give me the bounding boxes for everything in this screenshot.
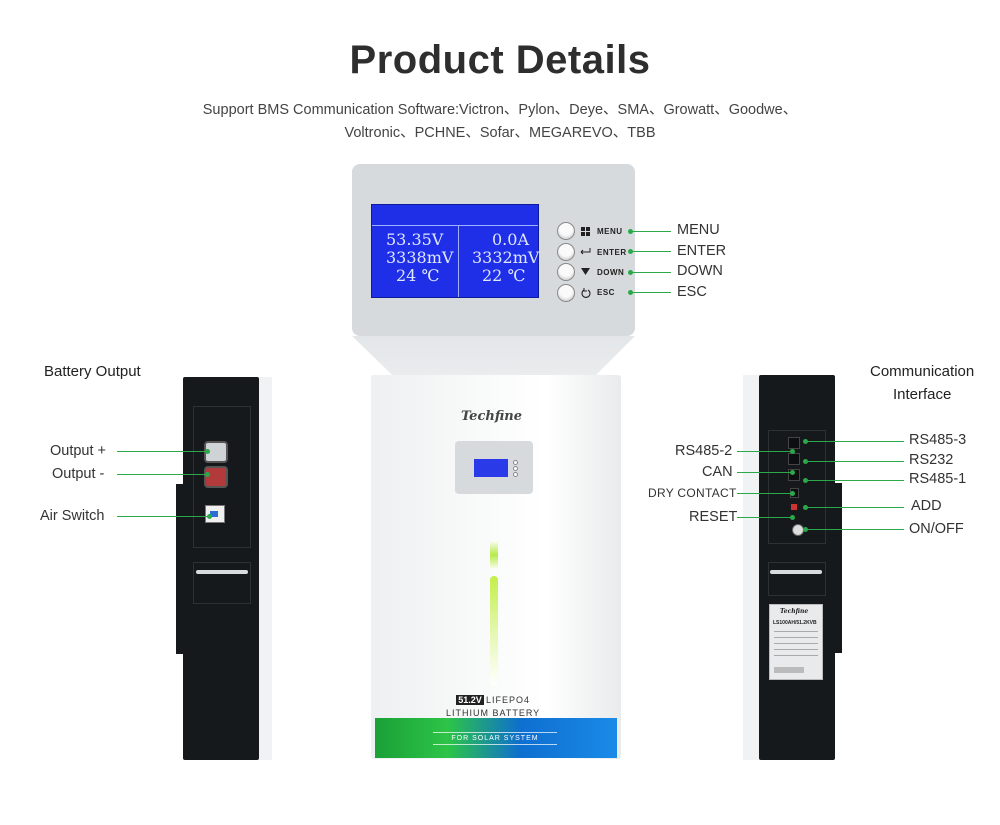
callout-line xyxy=(117,516,209,517)
color-stripe xyxy=(375,718,617,758)
status-led-short xyxy=(490,540,498,570)
callout-line xyxy=(805,461,904,462)
left-bracket xyxy=(176,484,186,654)
lcd-voltage: 53.35V xyxy=(386,230,444,249)
callout-dot xyxy=(790,470,795,475)
callout-line xyxy=(630,251,671,252)
callout-dot xyxy=(205,449,210,454)
callout-dot xyxy=(790,515,795,520)
voltage-badge: 51.2V xyxy=(456,695,484,705)
down-triangle-icon xyxy=(581,268,590,275)
page-title: Product Details xyxy=(349,38,651,82)
handle-bar xyxy=(770,570,822,574)
soc-led-bar xyxy=(490,576,498,686)
label-reset: RESET xyxy=(689,509,738,525)
enter-icon xyxy=(580,248,591,255)
label-air-switch: Air Switch xyxy=(40,508,105,524)
subtitle-line-1: Support BMS Communication Software:Victr… xyxy=(202,102,798,118)
down-key-label: DOWN xyxy=(597,268,625,277)
rs485-2-port xyxy=(788,453,800,465)
callout-line xyxy=(630,272,671,273)
lcd-cell-min: 3332mV xyxy=(472,248,540,267)
label-on-off: ON/OFF xyxy=(909,521,964,537)
mini-button xyxy=(513,466,518,471)
callout-enter: ENTER xyxy=(677,243,727,259)
lcd-divider-v xyxy=(458,225,459,297)
side-casing-edge xyxy=(743,375,761,760)
callout-dot xyxy=(790,449,795,454)
handle-recess xyxy=(768,562,826,596)
subtitle-line-2: Voltronic、PCHNE、Sofar、MEGAREVO、TBB xyxy=(344,125,656,141)
comm-port-bay xyxy=(768,430,826,544)
lcd-screen: 53.35V 0.0A 3338mV 3332mV 24 ℃ 22 ℃ xyxy=(371,204,539,298)
label-can: CAN xyxy=(702,464,733,480)
enter-key-label: ENTER xyxy=(597,248,627,257)
callout-line xyxy=(630,231,671,232)
sticker-brand: Techfine xyxy=(780,608,809,615)
callout-line xyxy=(805,507,904,508)
communication-heading-2: Interface xyxy=(893,386,952,403)
enter-button[interactable] xyxy=(557,243,575,261)
callout-line xyxy=(805,480,904,481)
menu-button[interactable] xyxy=(557,222,575,240)
label-rs485-3: RS485-3 xyxy=(909,432,967,448)
callout-dot xyxy=(207,514,212,519)
label-rs485-1: RS485-1 xyxy=(909,471,967,487)
lcd-current: 0.0A xyxy=(492,230,529,249)
callout-line xyxy=(737,493,792,494)
return-icon xyxy=(581,288,591,298)
callout-line xyxy=(737,451,792,452)
battery-output-heading: Battery Output xyxy=(44,363,141,380)
left-side-unit xyxy=(183,377,259,760)
handle-bar xyxy=(196,570,248,574)
callout-line xyxy=(630,292,671,293)
add-dip-switch xyxy=(791,504,797,510)
mini-button xyxy=(513,472,518,477)
lcd-temp-1: 24 ℃ xyxy=(396,266,440,285)
label-add: ADD xyxy=(911,498,942,514)
negative-terminal xyxy=(204,466,228,488)
grid-icon xyxy=(581,227,590,236)
callout-line xyxy=(117,451,207,452)
lcd-cell-max: 3338mV xyxy=(386,248,454,267)
down-button[interactable] xyxy=(557,263,575,281)
communication-heading-1: Communication xyxy=(870,363,975,380)
callout-down: DOWN xyxy=(677,263,723,279)
side-casing-edge xyxy=(258,377,272,760)
callout-line xyxy=(805,441,904,442)
brand-logo: Techfine xyxy=(461,409,522,424)
right-bracket xyxy=(832,483,842,653)
callout-esc: ESC xyxy=(677,284,707,300)
callout-dot xyxy=(790,491,795,496)
callout-dot xyxy=(205,472,210,477)
chemistry-label: LIFEPO4 xyxy=(486,695,531,705)
rs485-3-port xyxy=(788,437,800,449)
callout-line xyxy=(737,517,792,518)
callout-line xyxy=(805,529,904,530)
label-rs232: RS232 xyxy=(909,452,954,468)
esc-key-label: ESC xyxy=(597,288,615,297)
label-dry-contact: DRY CONTACT xyxy=(648,486,737,500)
callout-line xyxy=(117,474,207,475)
esc-button[interactable] xyxy=(557,284,575,302)
label-output-minus: Output - xyxy=(52,466,105,482)
battery-type-label: LITHIUM BATTERY xyxy=(446,708,541,718)
sticker-model: LS100AH/51.2KVB xyxy=(773,620,817,626)
mini-lcd-screen xyxy=(474,459,508,477)
spec-sticker: Techfine LS100AH/51.2KVB xyxy=(769,604,823,680)
handle-recess xyxy=(193,562,251,604)
label-rs485-2: RS485-2 xyxy=(675,443,733,459)
lcd-temp-2: 22 ℃ xyxy=(482,266,526,285)
stripe-text: FOR SOLAR SYSTEM xyxy=(433,732,557,745)
callout-line xyxy=(737,472,792,473)
terminal-bay xyxy=(193,406,251,548)
menu-key-label: MENU xyxy=(597,227,623,236)
lcd-divider-h xyxy=(372,225,538,226)
callout-menu: MENU xyxy=(677,222,720,238)
label-output-plus: Output + xyxy=(50,443,107,459)
mini-button xyxy=(513,460,518,465)
